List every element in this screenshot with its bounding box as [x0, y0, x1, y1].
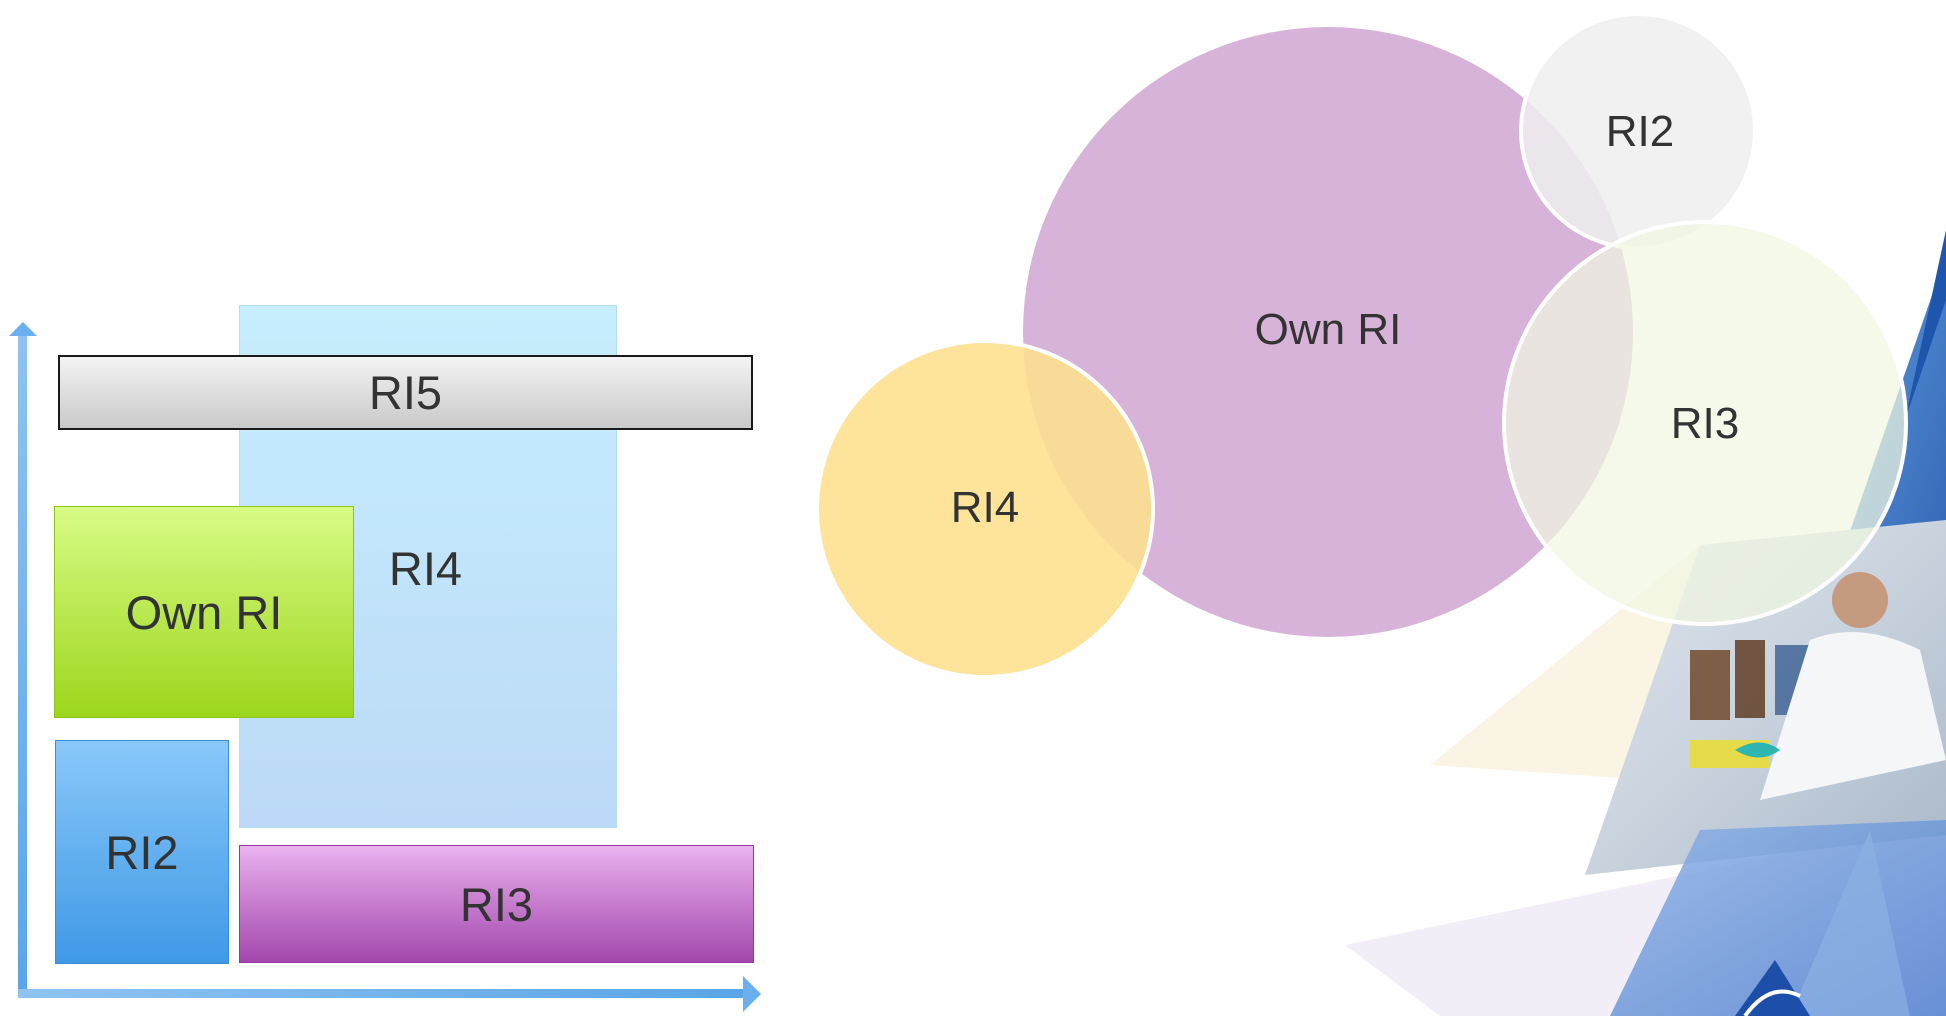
box-own-ri-label: Own RI: [125, 585, 283, 639]
box-ri4-label: RI4: [388, 542, 463, 595]
box-own-ri: Own RI: [54, 506, 354, 718]
box-ri2-label: RI2: [105, 825, 179, 879]
venn-label-ri4: RI4: [950, 483, 1020, 532]
background-decoration: [1345, 230, 1946, 1016]
box-ri5-label: RI5: [368, 366, 443, 419]
x-axis-arrow-icon: [743, 976, 761, 1012]
circle-ri3: [1502, 220, 1908, 626]
box-ri2: RI2: [55, 740, 229, 964]
box-ri3-label: RI3: [459, 877, 534, 931]
venn-label-ri2: RI2: [1605, 107, 1675, 156]
box-ri5: RI5: [58, 355, 753, 430]
box-ri3: RI3: [239, 845, 754, 963]
x-axis: [18, 989, 745, 998]
circle-own-ri: [1023, 27, 1633, 637]
venn-label-own-ri: Own RI: [1254, 305, 1402, 354]
circle-ri4: [815, 339, 1155, 679]
y-axis-arrow-icon: [9, 322, 37, 336]
y-axis: [18, 330, 27, 998]
venn-label-ri3: RI3: [1670, 399, 1740, 448]
